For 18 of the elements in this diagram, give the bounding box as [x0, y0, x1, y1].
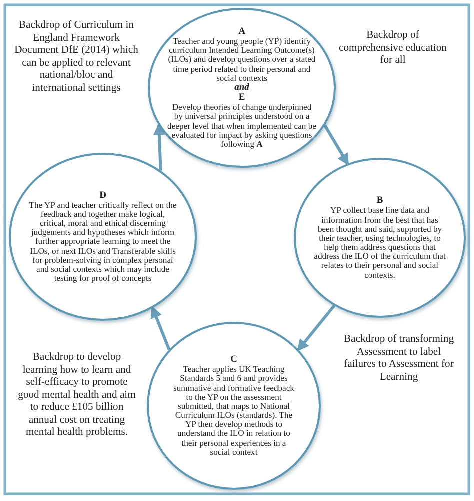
stage-description: YP collect base line data and information from the best that has been thought and said, supported by their teacher, using technologies, to help them address questions that address the ILO of the curriculum that relates to their personal and social contexts.	[314, 206, 446, 280]
backdrop-note: Backdrop of transforming Assessment to label failures to Assessment for Learning	[342, 334, 456, 384]
arrow	[324, 124, 350, 166]
backdrop-note: Backdrop of Curriculum in England Framework Document DfE (2014) which can be applied to relevant national/bloc and international settings	[14, 20, 139, 95]
stage-letter: E	[238, 93, 246, 104]
backdrop-note: Backdrop of comprehensive education for all	[338, 30, 448, 68]
stage-description: Develop theories of change underpinned by universal principles understood on a deeper level that when implemented can be evaluated for impact by asking questions following A	[167, 103, 317, 150]
stage-letter: A	[238, 26, 246, 37]
connector-word: and	[234, 82, 250, 94]
stage-letter: B	[376, 196, 384, 206]
stage-letter: C	[230, 354, 238, 366]
arrow	[297, 304, 336, 352]
stage-description: The YP and teacher critically reflect on the feedback and together make logical, critical, moral and ethical discerning judgements and hypotheses which inform further appropriate learning to meet the ILOs, or next ILOs and Transferable skills for problem-solving in complex personal and social contexts which may include testing for proof of concepts	[28, 200, 178, 284]
stage-letter: D	[100, 190, 106, 201]
backdrop-note: Backdrop to develop learning how to learn and self-efficacy to promote good mental health and aim to reduce £105 billion annual cost on treating mental health problems.	[18, 352, 136, 440]
stage-description: Teacher and young people (YP) identify curriculum Intended Learning Outcome(s) (ILOs) and develop questions over a stated time period related to their personal and social contexts	[167, 36, 317, 83]
stage-description: Teacher applies UK Teaching Standards 5 and 6 and provides summative and formative feedback to the YP on the assessment submitted, that maps to National Curriculum ILOs (standards). The YP then develop methods to understand the ILO in relation to their personal experiences in a social context	[172, 365, 296, 458]
stage-circle	[148, 8, 336, 168]
